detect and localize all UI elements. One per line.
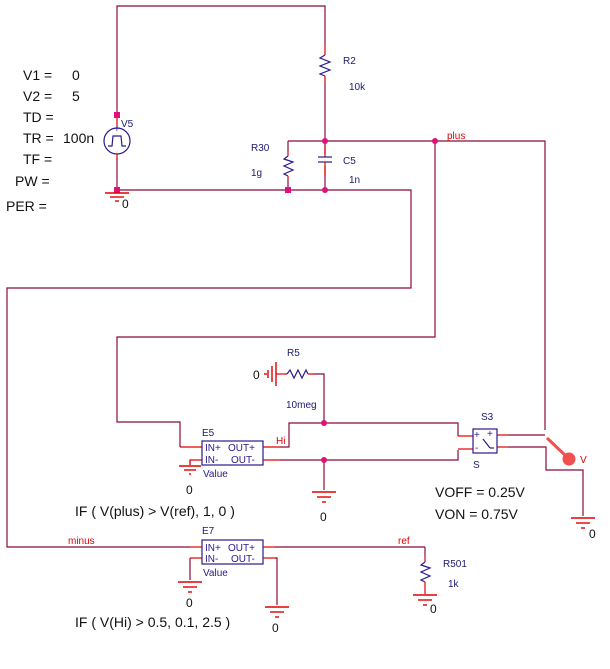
net-label-ref: ref: [398, 536, 410, 547]
wire-e7-outminus[interactable]: [275, 557, 278, 605]
ground-label: 0: [122, 197, 129, 211]
param-tf-key: TF =: [23, 151, 52, 167]
junction-v5-bot: [114, 187, 120, 193]
junction-r5-hi: [321, 420, 327, 426]
e7-controlled-source[interactable]: [190, 539, 277, 565]
r501-ground-label: 0: [430, 602, 437, 616]
svg-text:-: -: [475, 443, 478, 454]
svg-text:+: +: [474, 430, 480, 441]
c5-value: 1n: [349, 175, 360, 186]
e7-out-ground-label: 0: [272, 621, 279, 635]
center-ground-label: 0: [320, 510, 327, 524]
ground-symbol-e7-out: [265, 606, 289, 618]
param-pw-key: PW =: [15, 173, 50, 189]
net-label-plus: plus: [447, 131, 465, 142]
e7-pin-in-minus: IN-: [205, 554, 218, 565]
wire-r5-to-node[interactable]: [313, 373, 325, 423]
junction-v5-top: [114, 112, 120, 118]
net-label-hi: Hi: [276, 436, 285, 447]
e5-pin-in-plus: IN+: [205, 443, 221, 454]
wire-hi-net[interactable]: [280, 422, 459, 448]
right-ground-label: 0: [589, 527, 596, 541]
s3-voff: VOFF = 0.25V: [435, 484, 526, 500]
wire-e5-outminus[interactable]: [280, 450, 459, 461]
r501-value: 1k: [448, 579, 460, 590]
e5-name: E5: [202, 428, 215, 439]
e7-name: E7: [202, 526, 215, 537]
r30-value: 1g: [251, 168, 262, 179]
r5-value: 10meg: [286, 400, 317, 411]
wire-plus-to-e5[interactable]: [116, 141, 436, 447]
junction-c5-bot: [322, 187, 328, 193]
v5-label: V5: [121, 119, 134, 130]
e5-pin-out-plus: OUT+: [228, 443, 255, 454]
s3-voltage-switch[interactable]: + + -: [458, 428, 508, 454]
ground-symbol-e5: [179, 465, 201, 475]
resistor-r5[interactable]: [276, 368, 313, 380]
junction-plus-c5: [322, 138, 328, 144]
r30-name: R30: [251, 143, 270, 154]
r2-name: R2: [343, 56, 356, 67]
e5-pin-out-minus: OUT-: [231, 455, 255, 466]
r5-ground-label: 0: [253, 368, 260, 382]
e5-expression: IF ( V(plus) > V(ref), 1, 0 ): [75, 503, 235, 519]
wire-ground-bus[interactable]: [6, 189, 412, 548]
s3-name: S3: [481, 412, 494, 423]
param-tr-value: 100n: [63, 130, 94, 146]
ground-symbol-e7-in: [178, 581, 202, 593]
svg-text:+: +: [487, 429, 493, 440]
resistor-r501[interactable]: [419, 557, 432, 594]
param-tr-key: TR =: [23, 130, 54, 146]
wire-top[interactable]: [116, 5, 326, 115]
c5-name: C5: [343, 156, 356, 167]
s3-von: VON = 0.75V: [435, 506, 519, 522]
ground-symbol-right: [571, 517, 595, 529]
v5-pulse-source[interactable]: +: [103, 118, 131, 160]
ground-symbol-r5: [264, 362, 277, 386]
svg-text:+: +: [114, 124, 120, 135]
resistor-r2[interactable]: [318, 44, 332, 84]
junction-outminus-gnd: [321, 457, 327, 463]
e7-ground-label: 0: [186, 596, 193, 610]
s3-model: S: [473, 460, 480, 471]
e7-value-label: Value: [203, 568, 228, 579]
e5-value-label: Value: [203, 469, 228, 480]
ground-symbol-center: [312, 491, 336, 503]
e7-expression: IF ( V(Hi) > 0.5, 0.1, 2.5 ): [75, 614, 230, 630]
param-v2-key: V2 =: [23, 88, 52, 104]
r2-value: 10k: [349, 82, 366, 93]
junction-plus-branch: [432, 138, 438, 144]
r501-name: R501: [443, 559, 467, 570]
param-v2-value: 5: [72, 88, 80, 104]
param-v1-key: V1 =: [23, 67, 52, 83]
e7-pin-in-plus: IN+: [205, 543, 221, 554]
r5-name: R5: [287, 348, 300, 359]
junction-r30-bot: [285, 187, 291, 193]
e5-pin-in-minus: IN-: [205, 455, 218, 466]
e7-pin-out-minus: OUT-: [231, 554, 255, 565]
e5-controlled-source[interactable]: [180, 440, 280, 466]
wire-s3-minus[interactable]: [508, 446, 584, 516]
e7-pin-out-plus: OUT+: [228, 543, 255, 554]
capacitor-c5[interactable]: [318, 145, 332, 175]
net-label-minus: minus: [68, 536, 95, 547]
e5-ground-label: 0: [186, 483, 193, 497]
wire-plus-net[interactable]: [288, 140, 546, 430]
ground-symbol-v5: [105, 192, 129, 202]
resistor-r30[interactable]: [282, 152, 295, 180]
probe-label: V: [580, 455, 587, 466]
voltage-probe[interactable]: [545, 436, 576, 466]
param-td-key: TD =: [23, 109, 54, 125]
param-per-key: PER =: [6, 198, 47, 214]
param-v1-value: 0: [72, 67, 80, 83]
v5-params: V1 = 0 V2 = 5 TD = TR = 100n TF = PW = P…: [6, 67, 94, 214]
ground-symbol-r501: [413, 594, 437, 606]
